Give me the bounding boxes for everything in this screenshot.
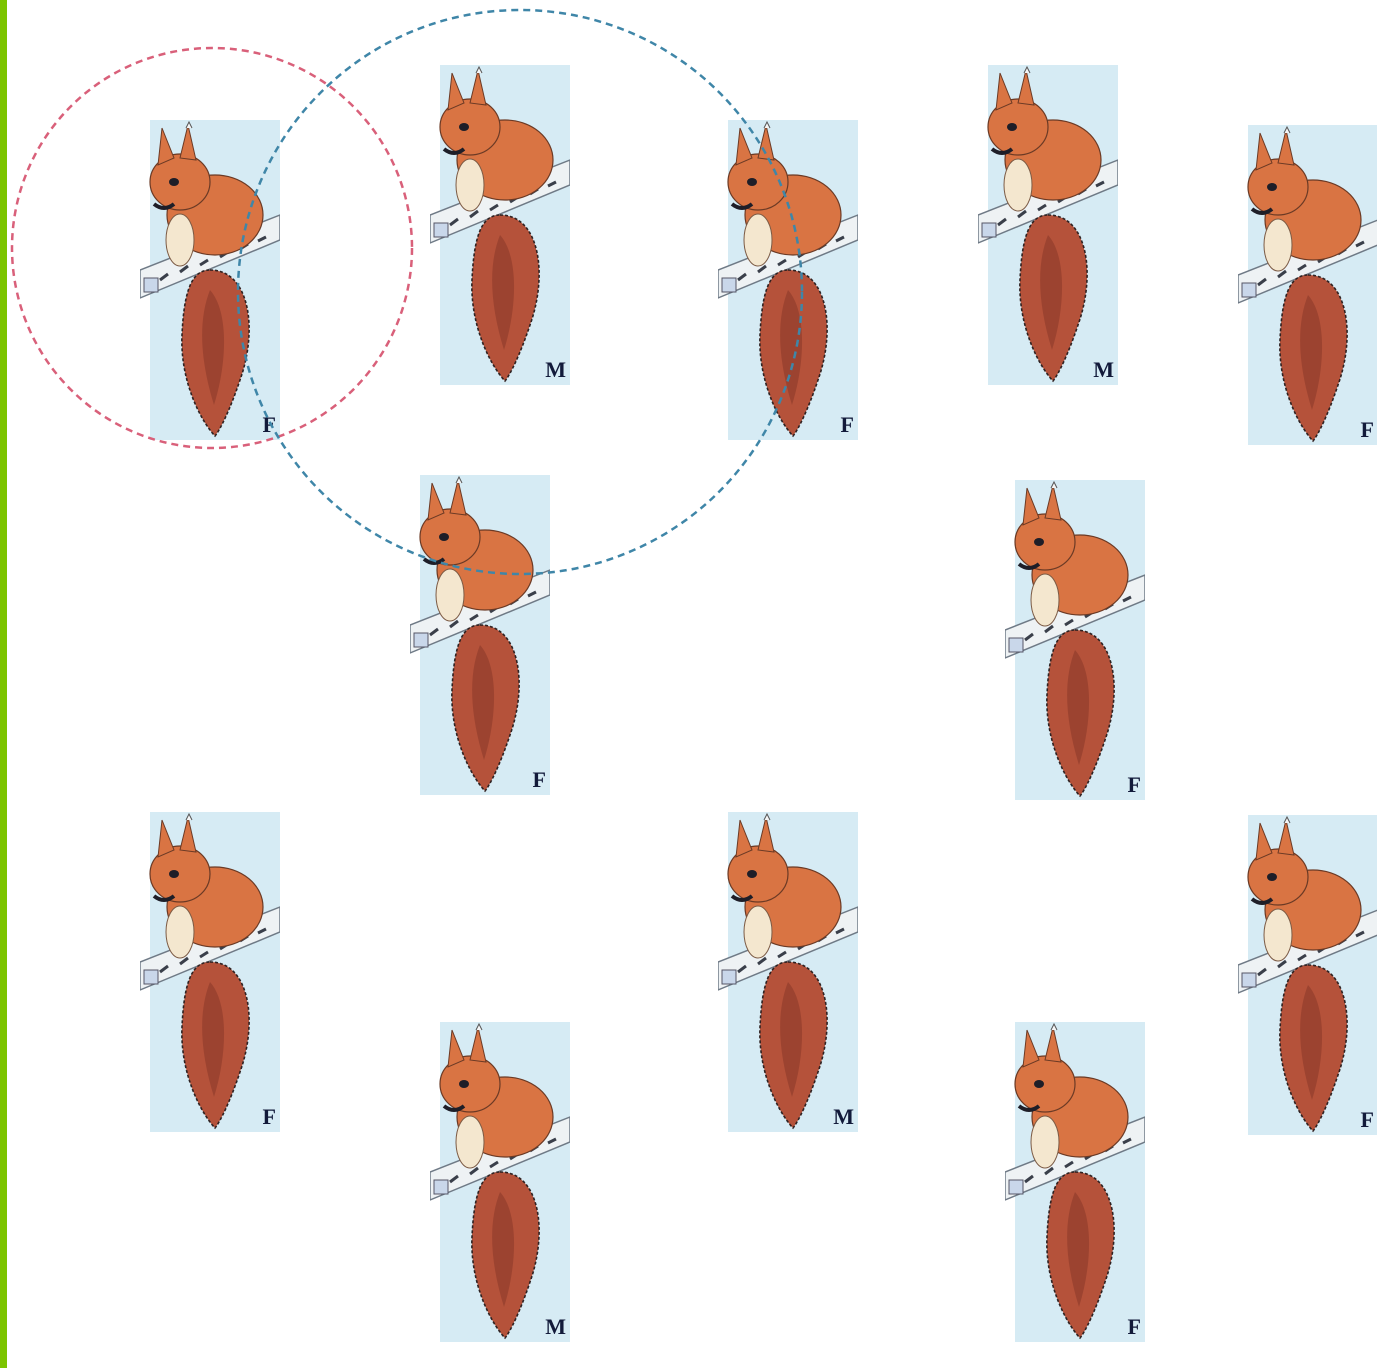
sex-label: F xyxy=(533,769,546,791)
sex-label: F xyxy=(263,414,276,436)
squirrel-illustration xyxy=(430,1022,570,1342)
squirrel-10: F xyxy=(1238,815,1377,1135)
sex-label: M xyxy=(545,1316,566,1338)
squirrel-illustration xyxy=(718,812,858,1132)
squirrel-7: F xyxy=(1005,480,1145,800)
squirrel-illustration xyxy=(140,812,280,1132)
squirrel-12: F xyxy=(1005,1022,1145,1342)
sex-label: F xyxy=(263,1106,276,1128)
squirrel-9: M xyxy=(718,812,858,1132)
squirrel-illustration xyxy=(1005,480,1145,800)
sex-label: M xyxy=(1093,359,1114,381)
squirrel-illustration xyxy=(1005,1022,1145,1342)
squirrel-illustration xyxy=(140,120,280,440)
squirrel-3: F xyxy=(718,120,858,440)
sex-label: F xyxy=(841,414,854,436)
squirrel-6: F xyxy=(410,475,550,795)
squirrel-1: F xyxy=(140,120,280,440)
squirrel-11: M xyxy=(430,1022,570,1342)
sex-label: F xyxy=(1361,419,1374,441)
squirrel-illustration xyxy=(1238,125,1377,445)
squirrel-5: F xyxy=(1238,125,1377,445)
squirrel-4: M xyxy=(978,65,1118,385)
squirrel-8: F xyxy=(140,812,280,1132)
squirrel-illustration xyxy=(410,475,550,795)
sex-label: F xyxy=(1128,1316,1141,1338)
squirrel-illustration xyxy=(1238,815,1377,1135)
left-green-edge xyxy=(0,0,7,1368)
sex-label: F xyxy=(1128,774,1141,796)
squirrel-illustration xyxy=(430,65,570,385)
sex-label: M xyxy=(833,1106,854,1128)
squirrel-illustration xyxy=(978,65,1118,385)
sex-label: M xyxy=(545,359,566,381)
squirrel-illustration xyxy=(718,120,858,440)
squirrel-2: M xyxy=(430,65,570,385)
sex-label: F xyxy=(1361,1109,1374,1131)
